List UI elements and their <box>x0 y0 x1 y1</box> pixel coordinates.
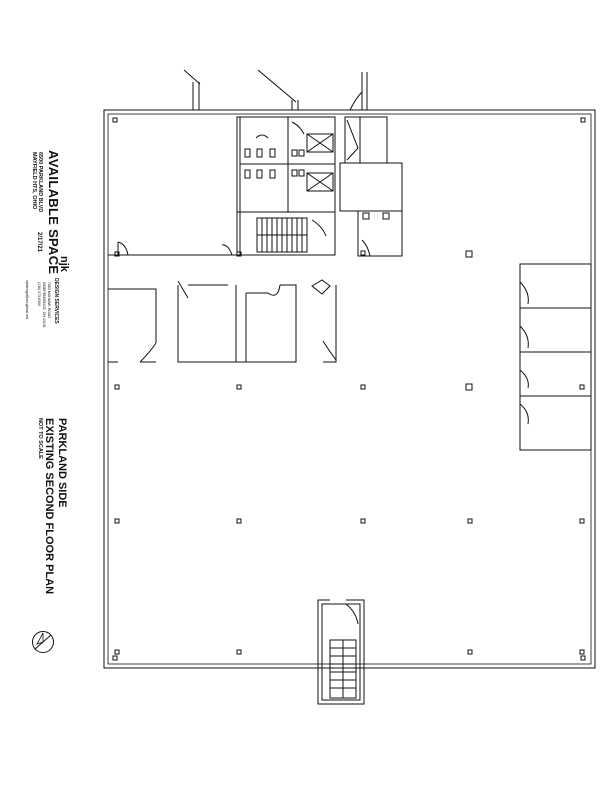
north-arrow-icon <box>32 631 54 653</box>
scale-note: NOT TO SCALE <box>37 418 43 459</box>
firm-contact-line-1: 7883 MOHAWK ROAD <box>47 282 51 318</box>
firm-name: DESIGN SERVICES <box>53 278 59 324</box>
firm-contact-line-3: (216) 573-0300 <box>37 282 41 306</box>
office-top-left <box>108 241 237 256</box>
exit-stair-south <box>317 599 365 705</box>
exterior-door-swings <box>183 69 368 111</box>
exterior-wall-inner <box>107 113 592 665</box>
plan-title-line-1: PARKLAND SIDE <box>56 418 68 508</box>
structural-columns <box>112 117 586 661</box>
address-line-1: 6500 PARKLAND BLVD <box>37 152 43 213</box>
offices-right <box>519 263 592 451</box>
address-line-2: MAYFIELD HTS, OHIO <box>31 152 37 210</box>
building-core <box>236 116 336 256</box>
firm-contact-line-2: INDEPENDENCE, OH 44131 <box>42 282 46 328</box>
office-left <box>108 288 157 363</box>
firm-logo: njk <box>58 256 70 272</box>
firm-contact-line-4: njkdesign@sbcglobal.net <box>25 280 29 319</box>
vestibule-rooms <box>339 116 403 257</box>
exterior-wall-outer <box>103 109 596 669</box>
offices-center <box>177 279 337 363</box>
drawing-date: 2/17/21 <box>36 232 42 253</box>
plan-title-line-2: EXISTING SECOND FLOOR PLAN <box>43 418 55 595</box>
